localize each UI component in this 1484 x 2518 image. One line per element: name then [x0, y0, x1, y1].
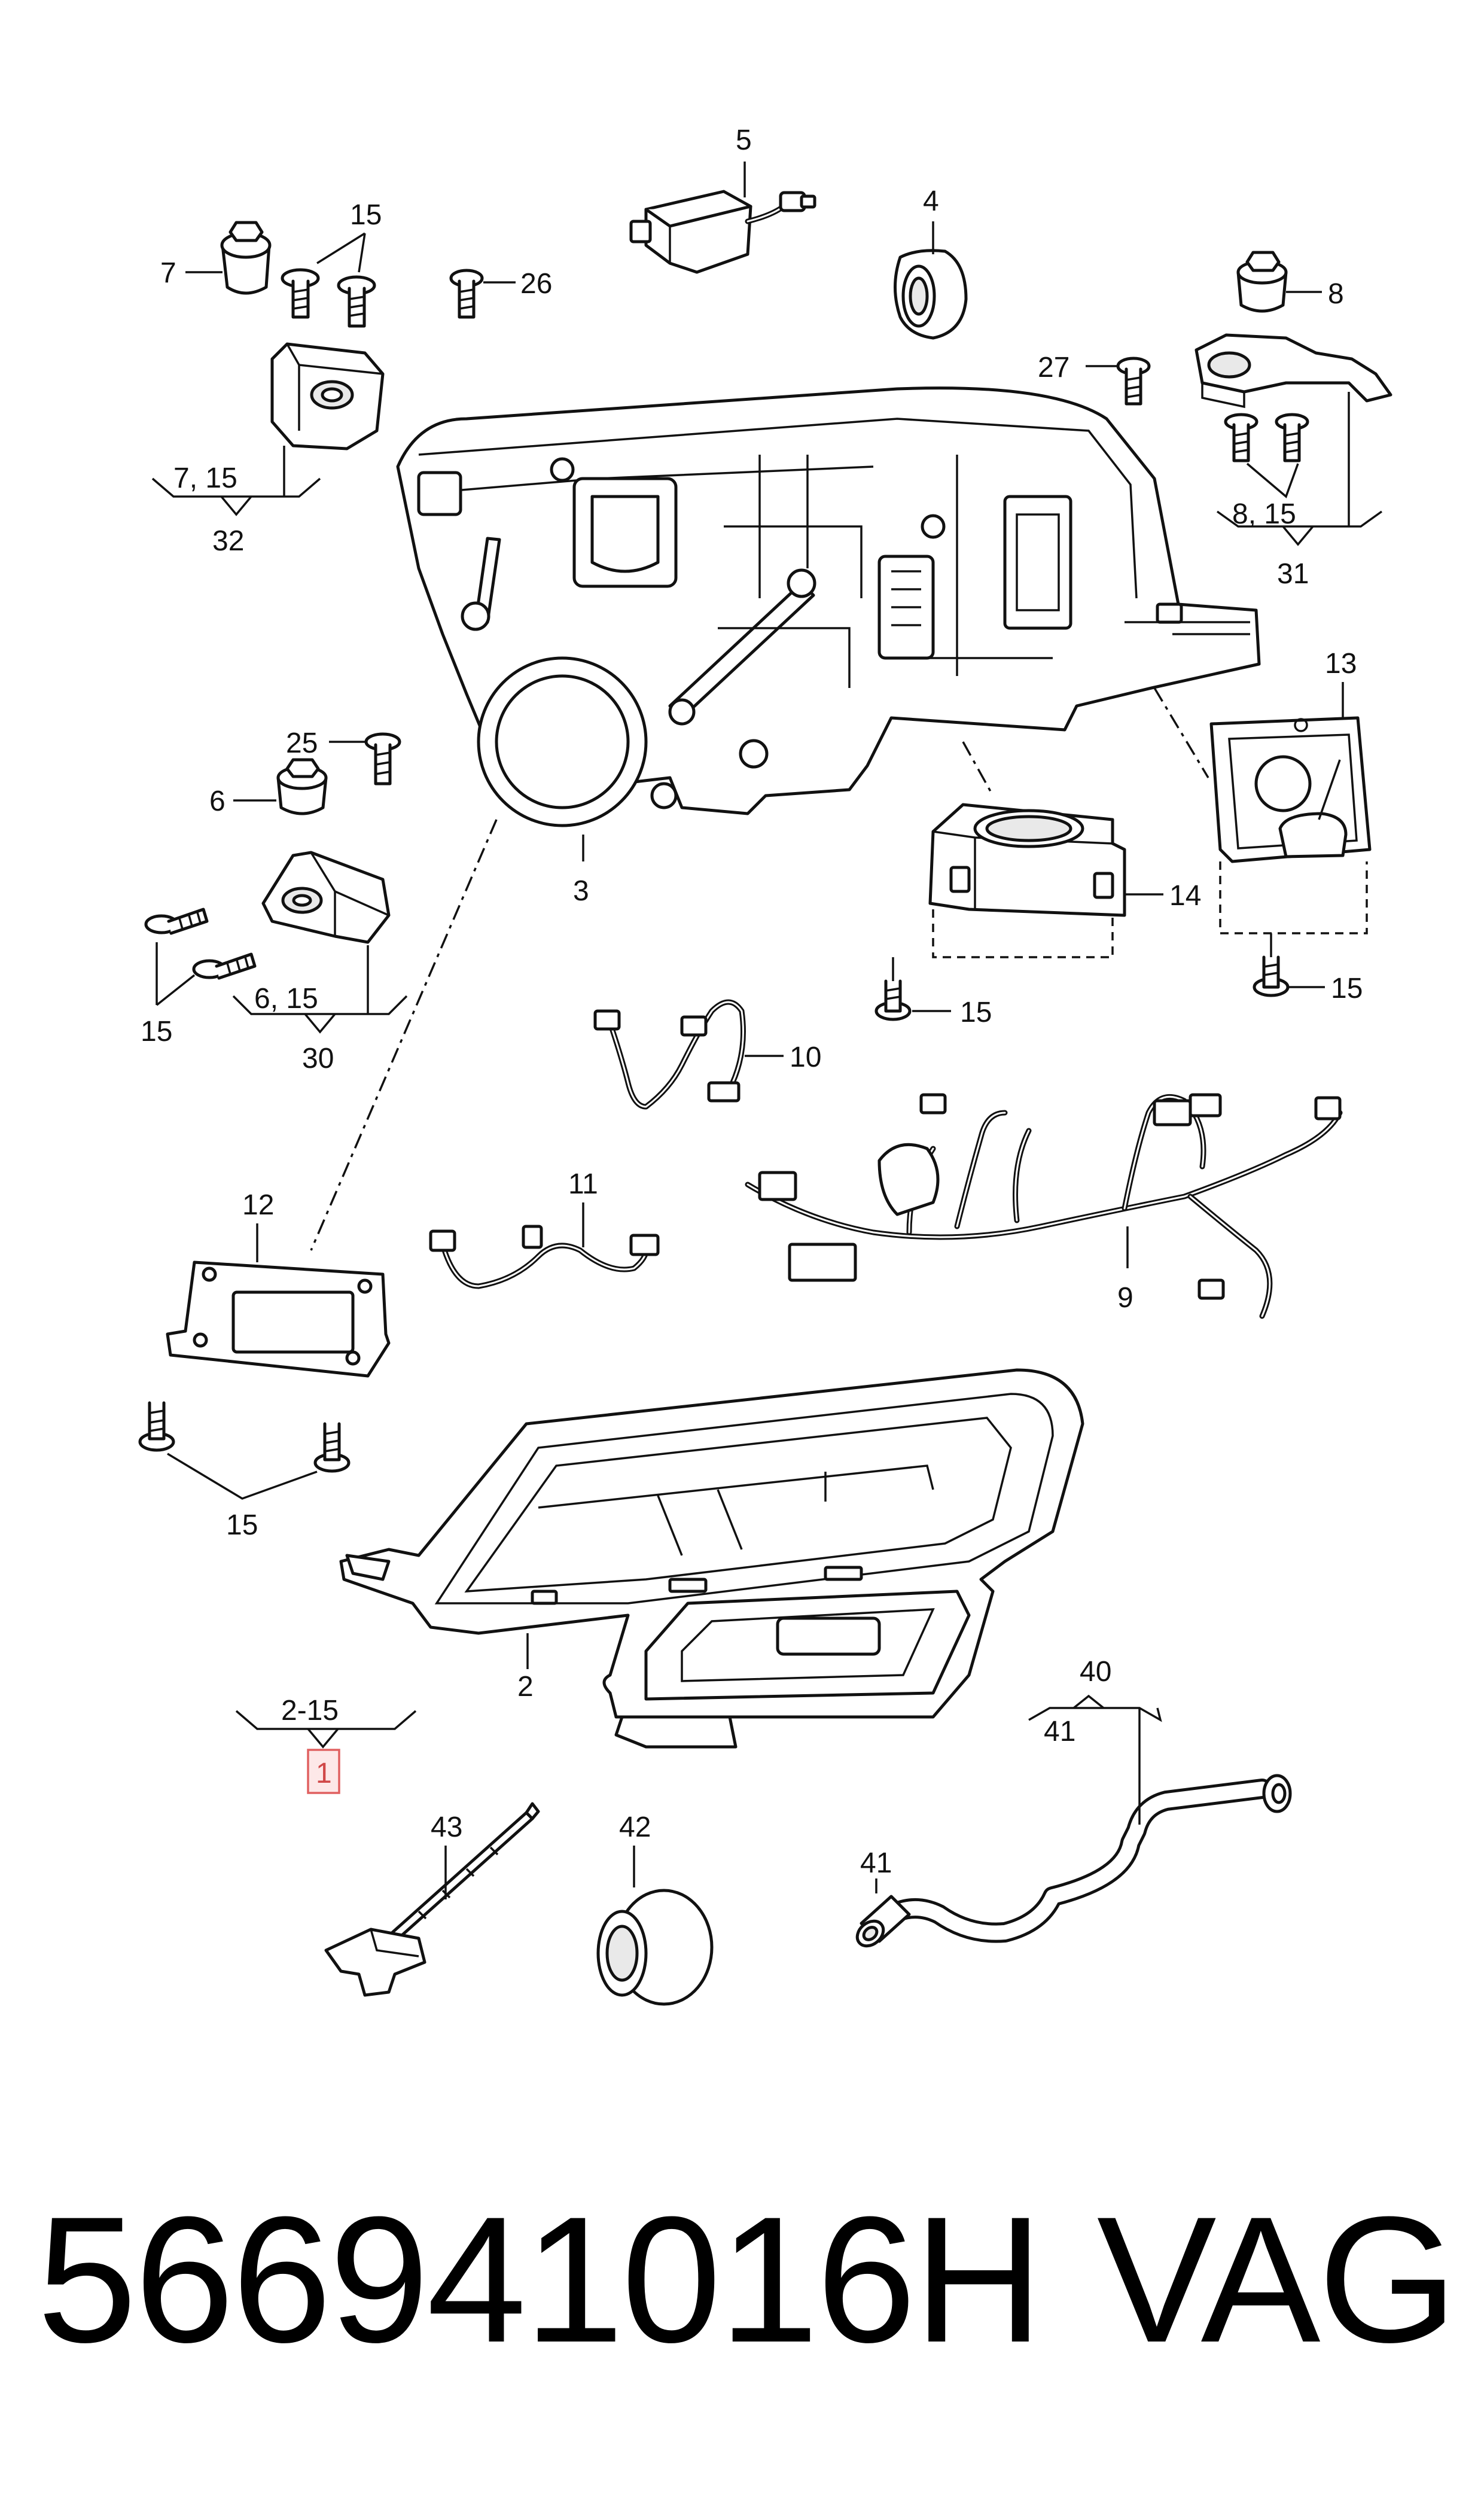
part-40-breather-tube[interactable]	[881, 1774, 1292, 1943]
part-26-screw[interactable]	[449, 269, 484, 319]
part-8-nut[interactable]	[1236, 251, 1288, 313]
dashline-3-13	[1153, 687, 1209, 778]
part-30-repair-bracket[interactable]	[261, 851, 391, 944]
label-30: 30	[302, 1043, 334, 1074]
label-7: 7	[160, 257, 176, 289]
leader-1-apex	[307, 1728, 339, 1749]
part-41-end-fitting[interactable]	[852, 1895, 911, 1951]
label-2: 2	[517, 1671, 534, 1703]
leader-15a	[316, 232, 366, 273]
label-42: 42	[619, 1811, 651, 1843]
label-6: 6	[209, 785, 226, 817]
label-15a: 15	[350, 199, 382, 231]
highlight-1	[307, 1749, 340, 1794]
label-15d: 15	[141, 1016, 172, 1048]
leader-15d	[156, 942, 196, 1006]
part-5-leveling-motor[interactable]	[629, 190, 816, 274]
label-32: 32	[212, 525, 244, 557]
part-15-screws-bottom[interactable]	[138, 1401, 351, 1473]
label-32-sub: 7, 15	[173, 462, 237, 494]
part-10-wiring-set[interactable]	[593, 999, 746, 1110]
label-10: 10	[790, 1042, 821, 1073]
part-15-screw-mid-b[interactable]	[874, 979, 912, 1021]
label-41-sub: 41	[1044, 1716, 1075, 1747]
part-number: 566941016H	[37, 2179, 1043, 2380]
dashline-14	[932, 909, 1114, 958]
brand-name: VAG	[1096, 2179, 1458, 2380]
part-4-cap[interactable]	[894, 249, 968, 340]
label-15b: 15	[960, 997, 992, 1028]
part-43-cable-tie[interactable]	[324, 1802, 540, 1997]
part-3-headlight-housing[interactable]	[396, 386, 1261, 827]
part-15-screw-mid-c[interactable]	[1253, 955, 1290, 997]
leader-30	[232, 945, 408, 1015]
part-14-power-module[interactable]	[928, 803, 1126, 917]
part-12-control-unit[interactable]	[166, 1260, 391, 1378]
part-13-led-module[interactable]	[1209, 716, 1372, 863]
dashline-13	[1219, 861, 1368, 934]
leader-15e	[167, 1453, 318, 1500]
label-26: 26	[520, 268, 552, 300]
label-4: 4	[923, 185, 939, 217]
leader-32	[151, 446, 321, 498]
part-31-repair-bracket[interactable]	[1194, 333, 1392, 462]
part-7-spacer[interactable]	[220, 221, 272, 295]
label-15e: 15	[226, 1509, 258, 1541]
label-25: 25	[286, 727, 318, 759]
leader-1-bracket	[235, 1710, 417, 1730]
part-27-screw[interactable]	[1116, 357, 1151, 406]
label-1[interactable]: 1	[316, 1758, 332, 1789]
label-31: 31	[1277, 558, 1309, 590]
label-2-15: 2-15	[281, 1695, 339, 1727]
leader-31-apex	[1282, 525, 1314, 546]
label-15c: 15	[1331, 973, 1363, 1004]
label-41: 41	[860, 1847, 892, 1879]
part-11-wiring-set[interactable]	[429, 1225, 660, 1289]
label-31-sub: 8, 15	[1232, 498, 1296, 530]
label-5: 5	[736, 124, 752, 156]
label-13: 13	[1325, 648, 1357, 680]
label-9: 9	[1117, 1282, 1133, 1314]
part-15-screws-top[interactable]	[281, 268, 376, 328]
part-2-headlight-assembly[interactable]	[339, 1368, 1084, 1749]
leader-31	[1216, 392, 1383, 528]
part-25-screw[interactable]	[364, 732, 401, 785]
label-12: 12	[242, 1189, 274, 1221]
label-8: 8	[1328, 278, 1344, 310]
label-3: 3	[573, 875, 589, 907]
part-6-nut[interactable]	[276, 758, 328, 815]
label-43: 43	[431, 1811, 462, 1843]
part-15-screws-left[interactable]	[144, 908, 257, 980]
label-14: 14	[1169, 880, 1201, 912]
leader-40-apex	[1072, 1694, 1105, 1709]
part-32-repair-bracket[interactable]	[270, 342, 385, 450]
label-40: 40	[1080, 1656, 1111, 1688]
label-30-sub: 6, 15	[254, 983, 318, 1015]
leader-32-apex	[220, 495, 252, 516]
leader-30-apex	[304, 1013, 336, 1034]
part-42-grommet[interactable]	[596, 1889, 714, 2006]
dashline-3-14	[962, 741, 994, 796]
label-27: 27	[1038, 352, 1069, 383]
part-9-wiring-harness[interactable]	[745, 1093, 1343, 1319]
label-11: 11	[568, 1168, 598, 1200]
